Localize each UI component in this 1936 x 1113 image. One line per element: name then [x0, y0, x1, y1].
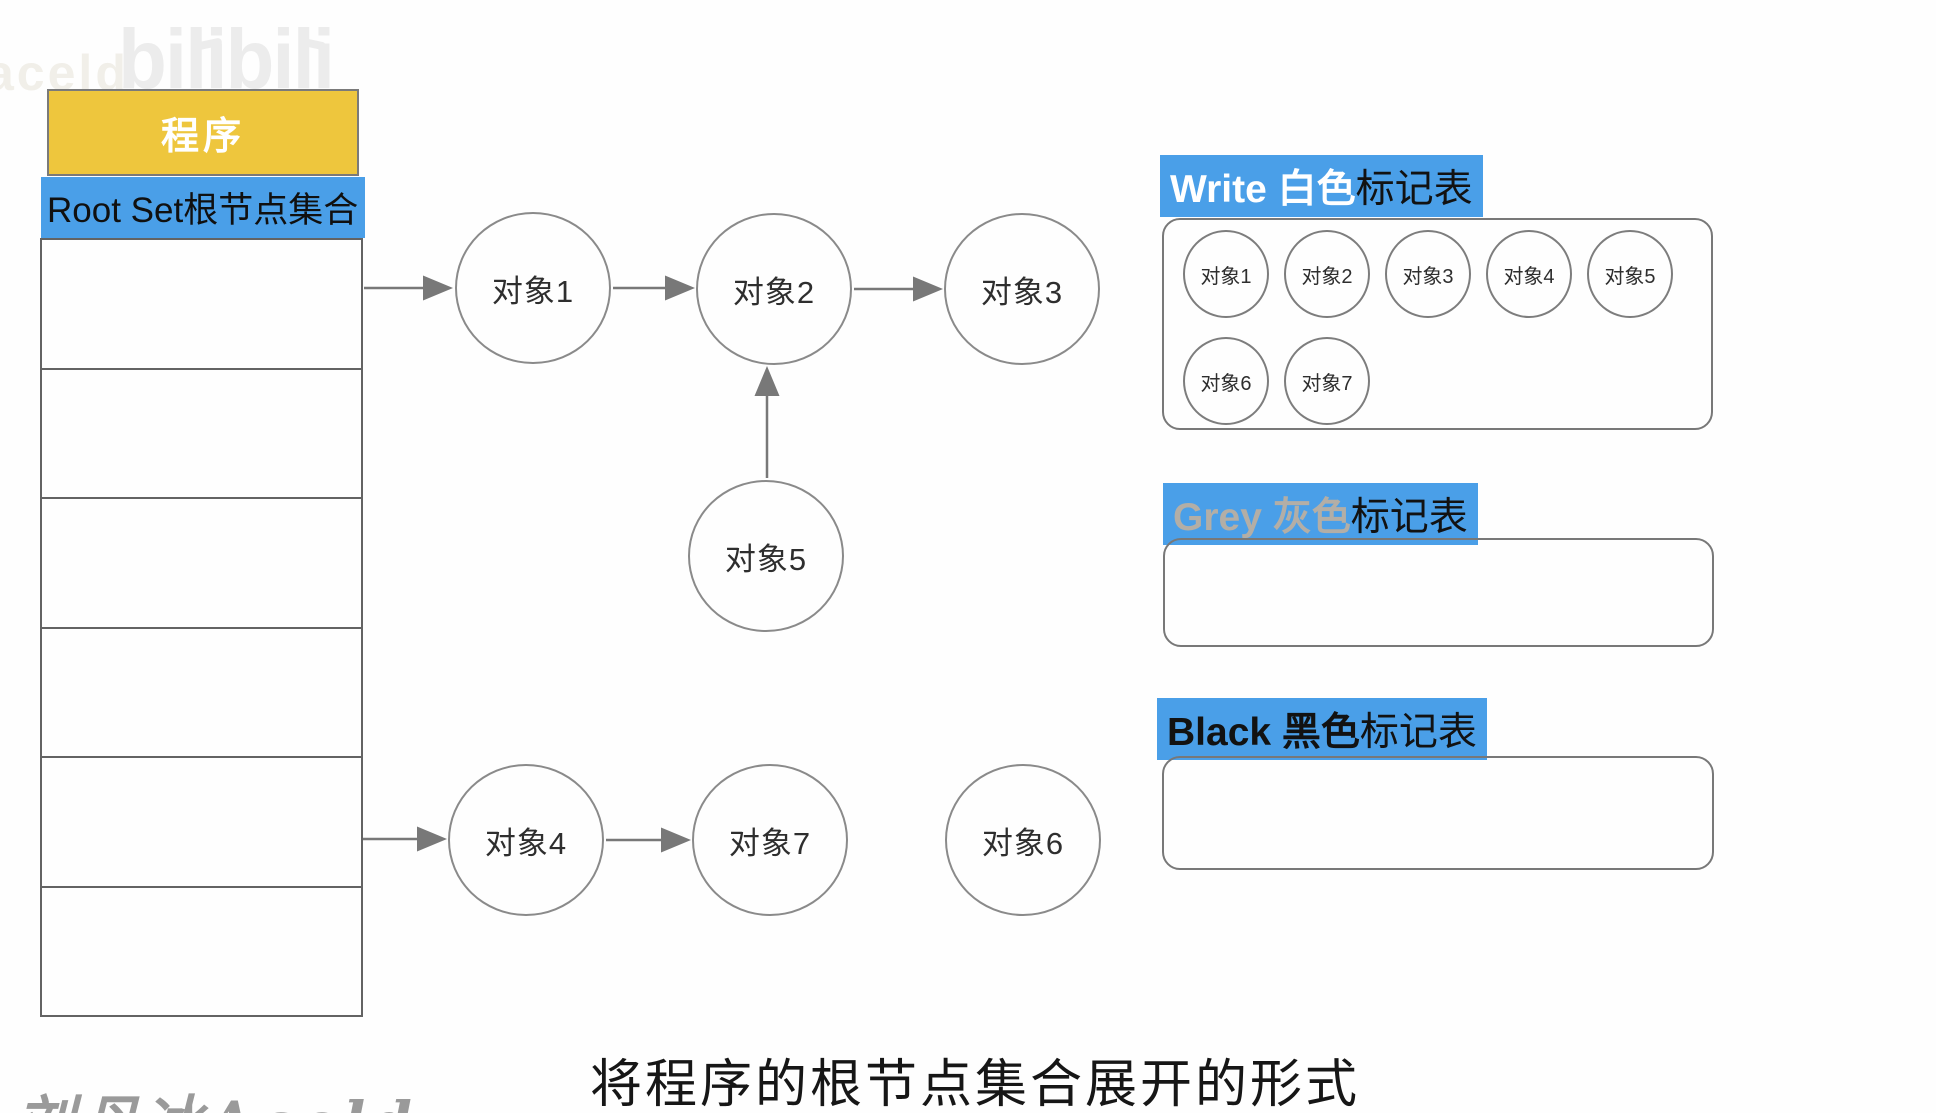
- white-mark-table: 对象1 对象2 对象3 对象4 对象5 对象6 对象7: [1162, 218, 1713, 430]
- mini-node-object-3: 对象3: [1385, 230, 1471, 318]
- white-table-row-1: 对象1 对象2 对象3 对象4 对象5: [1164, 220, 1711, 318]
- node-object-3: 对象3: [944, 213, 1100, 365]
- white-table-title-suffix: 标记表: [1355, 168, 1473, 211]
- mini-node-object-6: 对象6: [1183, 337, 1269, 425]
- black-mark-table: [1162, 756, 1714, 870]
- root-set-bar: Root Set根节点集合: [41, 177, 365, 238]
- black-table-title-highlight: Black 黑色: [1167, 711, 1360, 754]
- table-row: [42, 888, 361, 1016]
- grey-mark-table: [1163, 538, 1714, 647]
- mini-node-object-4: 对象4: [1486, 230, 1572, 318]
- node-object-1: 对象1: [455, 212, 611, 364]
- program-table-body: [40, 238, 363, 1017]
- white-table-title: Write 白色标记表: [1160, 155, 1483, 217]
- table-row: [42, 758, 361, 888]
- black-table-title-suffix: 标记表: [1359, 711, 1477, 754]
- node-object-5: 对象5: [688, 480, 844, 632]
- grey-table-title-suffix: 标记表: [1350, 496, 1468, 539]
- node-object-6: 对象6: [945, 764, 1101, 916]
- table-row: [42, 499, 361, 629]
- grey-table-title: Grey 灰色标记表: [1163, 483, 1478, 545]
- mini-node-object-1: 对象1: [1183, 230, 1269, 318]
- program-table-header: 程序: [47, 89, 359, 176]
- mini-node-object-2: 对象2: [1284, 230, 1370, 318]
- white-table-row-2: 对象6 对象7: [1164, 337, 1711, 425]
- table-row: [42, 370, 361, 499]
- black-table-title: Black 黑色标记表: [1157, 698, 1487, 760]
- caption: 将程序的根节点集合展开的形式: [590, 1056, 1361, 1113]
- table-row: [42, 240, 361, 370]
- node-object-4: 对象4: [448, 764, 604, 916]
- mini-node-object-5: 对象5: [1587, 230, 1673, 318]
- node-object-7: 对象7: [692, 764, 848, 916]
- grey-table-title-highlight: Grey 灰色: [1173, 496, 1351, 539]
- node-object-2: 对象2: [696, 213, 852, 365]
- watermark-signature: 刘丹冰Aceld: [16, 1076, 418, 1113]
- white-table-title-highlight: Write 白色: [1170, 168, 1356, 211]
- mini-node-object-7: 对象7: [1284, 337, 1370, 425]
- table-row: [42, 629, 361, 758]
